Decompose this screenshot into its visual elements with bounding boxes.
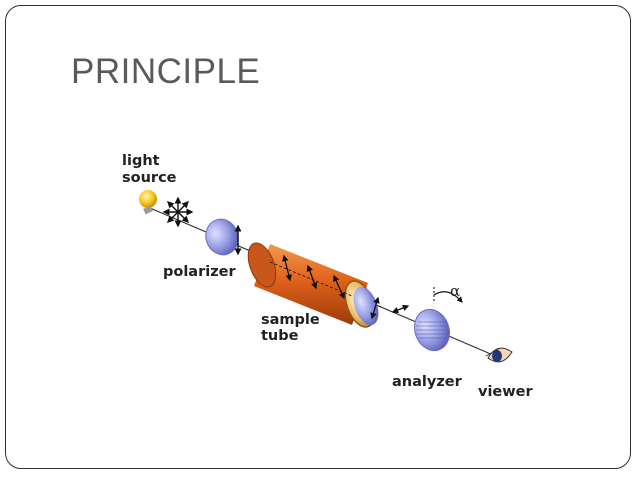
slide-frame — [5, 5, 631, 469]
analyzer-label: analyzer — [392, 374, 463, 390]
analyzer-lens-icon — [413, 308, 451, 352]
sample-tube-icon — [247, 242, 380, 328]
light-source-label-line1: light — [122, 153, 160, 169]
polarizer-label: polarizer — [163, 264, 236, 280]
light-source-label-line2: source — [122, 170, 177, 186]
unpolarized-light-icon — [162, 196, 194, 228]
viewer-eye-icon — [485, 347, 513, 363]
sample-tube-label-line1: sample — [261, 312, 320, 328]
sample-tube-label-line2: tube — [261, 328, 299, 344]
rotated-light-icon — [391, 304, 410, 314]
rotation-angle-icon: α — [433, 282, 463, 303]
viewer-label: viewer — [478, 384, 533, 400]
slide-title: PRINCIPLE — [71, 52, 261, 91]
polarizer-lens-icon — [205, 218, 242, 256]
angle-label: α — [450, 282, 460, 300]
light-bulb-icon — [139, 190, 157, 215]
